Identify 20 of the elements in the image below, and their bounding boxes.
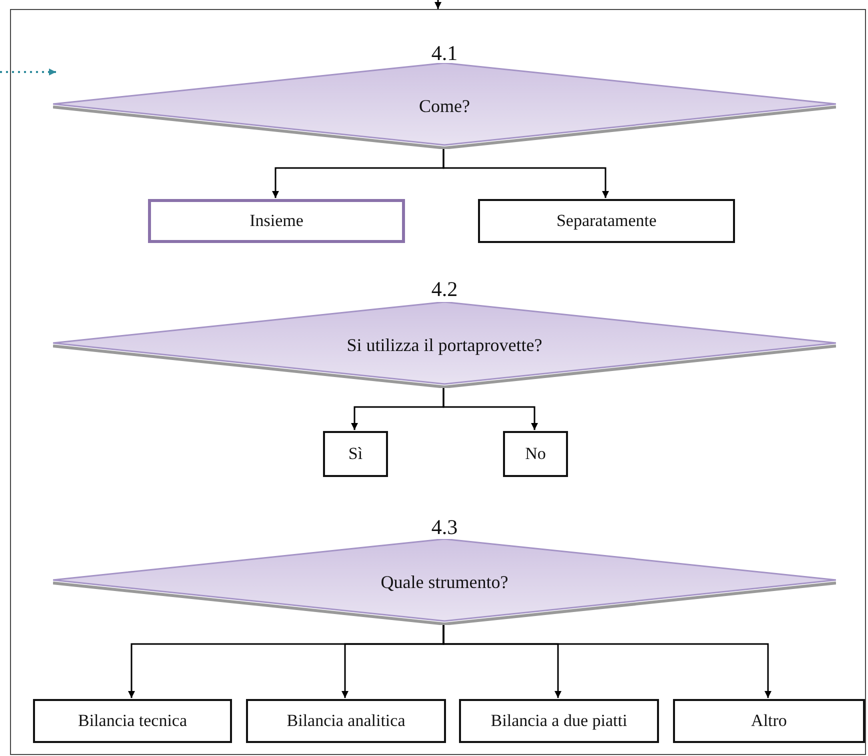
answer-box: Separatamente bbox=[478, 199, 735, 243]
step-number: 4.1 bbox=[430, 41, 459, 66]
step-number: 4.3 bbox=[430, 515, 459, 540]
question-text: Quale strumento? bbox=[380, 572, 510, 593]
dotted-arrow bbox=[0, 68, 56, 76]
arrow bbox=[434, 0, 442, 9]
frame-box bbox=[10, 9, 866, 755]
answer-box: Bilancia analitica bbox=[246, 699, 446, 743]
arrow bbox=[442, 624, 772, 698]
answer-box: Bilancia tecnica bbox=[33, 699, 232, 743]
step-number: 4.2 bbox=[430, 277, 459, 302]
answer-box: Insieme bbox=[148, 199, 405, 243]
answer-box: Altro bbox=[673, 699, 865, 743]
answer-box: Sì bbox=[323, 431, 388, 477]
arrow bbox=[442, 387, 538, 430]
answer-box: Bilancia a due piatti bbox=[459, 699, 659, 743]
answer-box: No bbox=[503, 431, 568, 477]
question-text: Si utilizza il portaprovette? bbox=[346, 335, 544, 356]
arrow bbox=[442, 148, 609, 198]
question-text: Come? bbox=[418, 96, 471, 117]
